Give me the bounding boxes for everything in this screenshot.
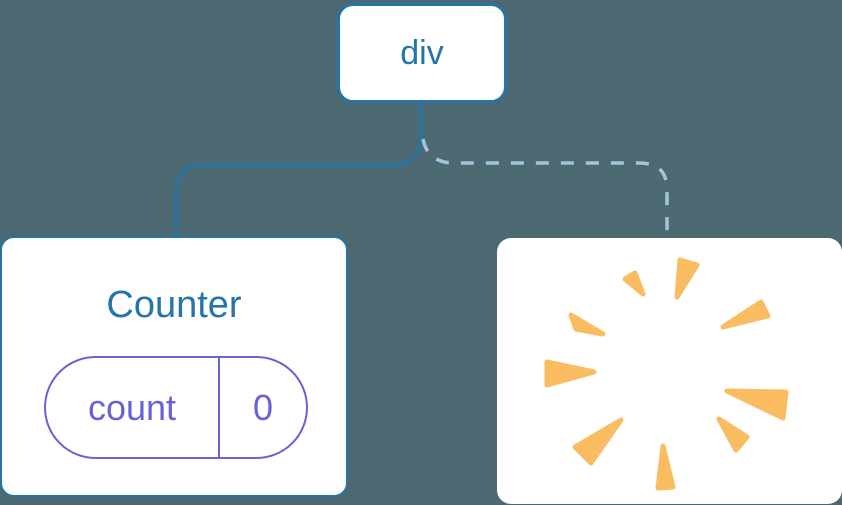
counter-title: Counter [106, 284, 242, 326]
counter-state-pill: count 0 [44, 356, 308, 459]
poof-burst-icon [544, 257, 789, 491]
counter-component-card: Counter count 0 [0, 236, 348, 497]
tree-node-div: div [337, 3, 507, 103]
state-key-label: count [87, 386, 177, 428]
edge-solid-div-to-counter [174, 99, 423, 242]
state-value: 0 [252, 386, 274, 428]
div-node-label: div [400, 33, 444, 72]
removed-component-card [497, 238, 842, 504]
pill-divider [218, 358, 220, 457]
edge-dashed-div-to-removed [421, 138, 669, 243]
